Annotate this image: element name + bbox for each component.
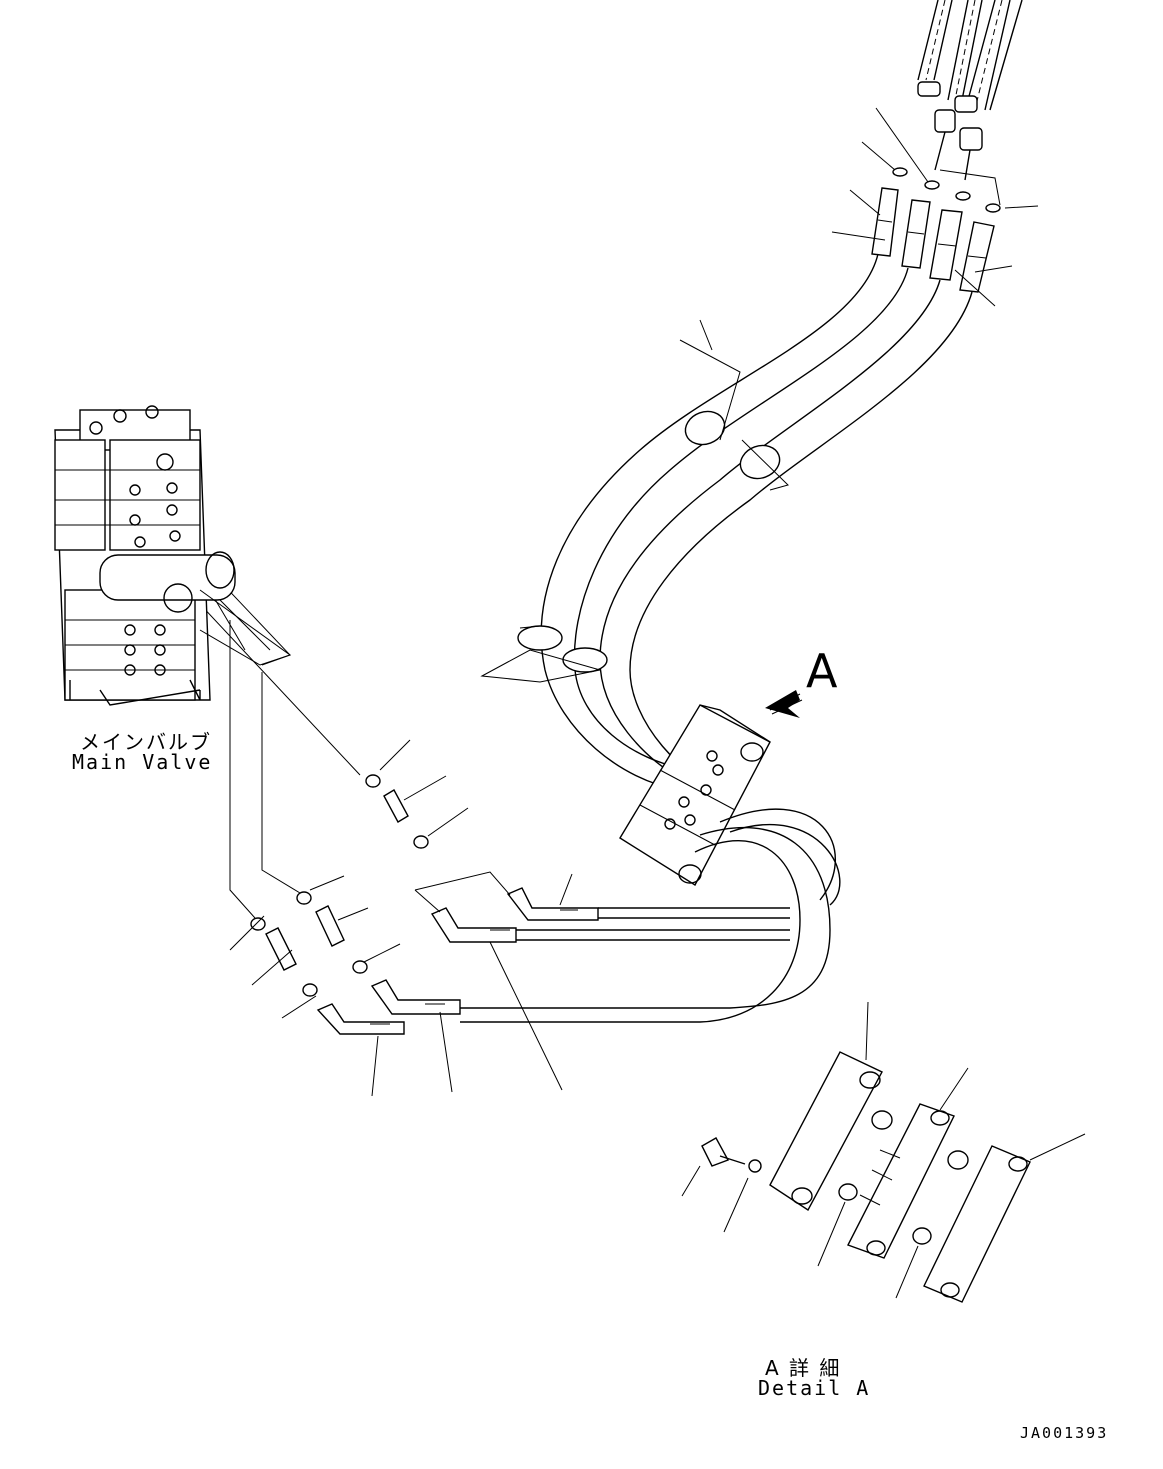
- top-hose-fittings: [831, 187, 1013, 307]
- valve-leader-lines: [139, 539, 361, 919]
- view-direction-arrow: [765, 690, 803, 718]
- detail-label-en: Detail A: [758, 1376, 871, 1400]
- detail-label-jp: A 詳 細: [765, 1356, 842, 1380]
- detail-a-parts: [681, 1001, 1086, 1303]
- hose-bracket-block: [619, 704, 771, 886]
- view-marker-label: A: [806, 644, 838, 698]
- main-valve-label-jp: メインバルブ: [80, 730, 212, 754]
- valve-side-fittings: [229, 739, 469, 1019]
- top-o-rings: [861, 107, 1039, 213]
- main-valve: [54, 405, 292, 706]
- hose-elbow-fittings: [316, 871, 599, 1097]
- hose-clamps: [480, 319, 789, 683]
- main-valve-label-en: Main Valve: [72, 750, 213, 774]
- lower-hoses: [460, 808, 841, 1023]
- hose-bundle: [540, 253, 973, 801]
- upper-hose-ends: [917, 0, 1023, 181]
- drawing-code: JA001393: [1020, 1424, 1109, 1442]
